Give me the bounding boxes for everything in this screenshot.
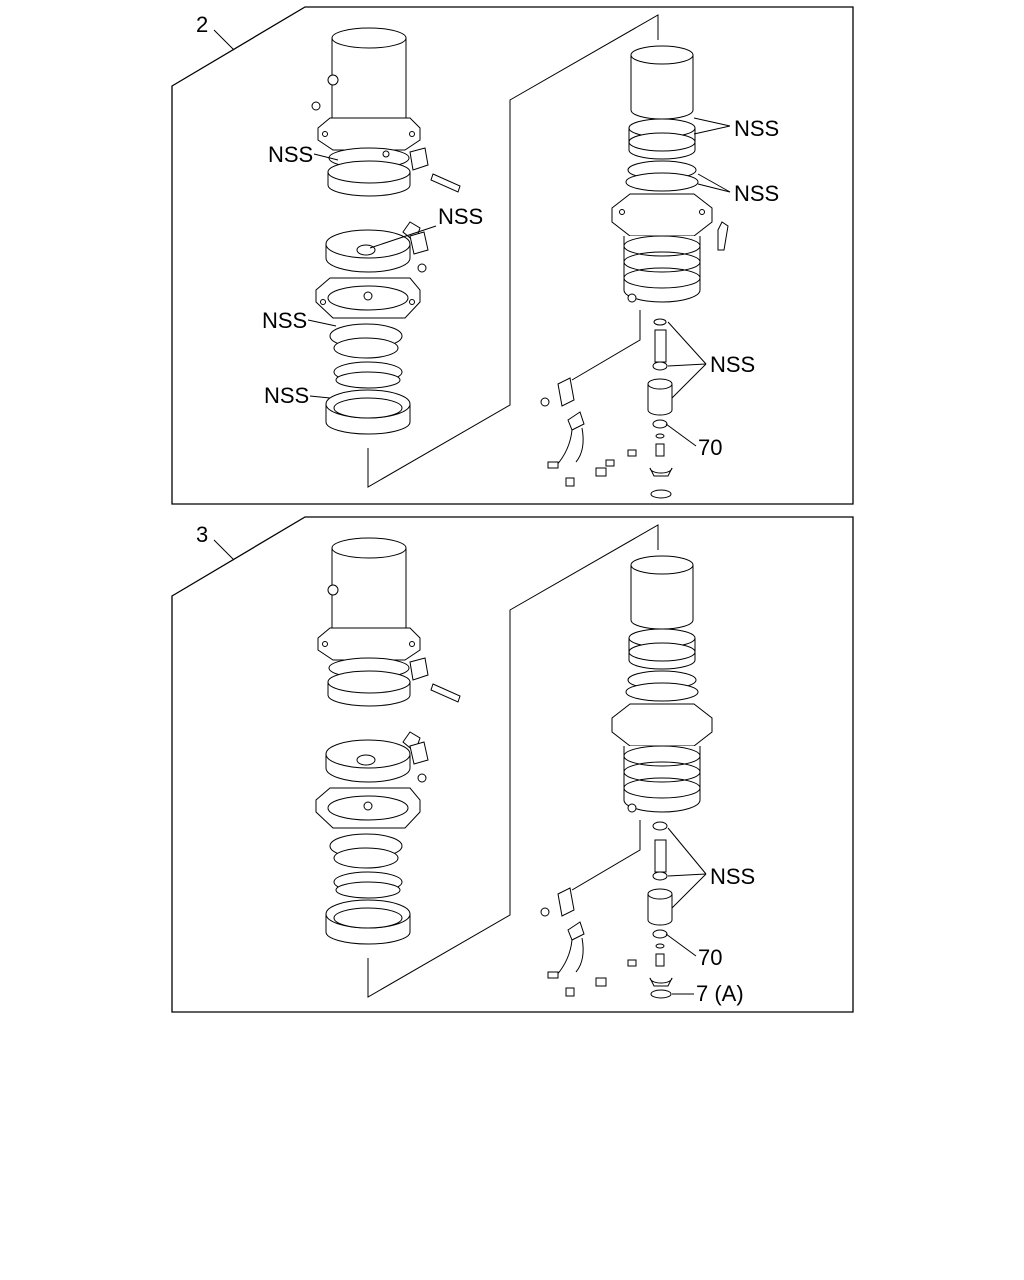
leader-lines-3	[665, 827, 707, 995]
spring-chamber-cover-3	[317, 537, 461, 707]
panel-2-index: 2	[196, 12, 208, 37]
callout-part-7a: 7 (A)	[696, 981, 744, 1006]
valve-parts-3	[540, 820, 673, 999]
callout-nss-valve-parts-3: NSS	[710, 864, 755, 889]
callout-nss-bottom-ring: NSS	[264, 383, 309, 408]
connector-line-3	[367, 524, 659, 998]
callout-nss-flange-ring: NSS	[262, 308, 307, 333]
piston-housing-3	[611, 555, 713, 813]
callout-nss-piston-seals: NSS	[734, 116, 779, 141]
callout-nss-piston-ring: NSS	[734, 181, 779, 206]
leader-lines-2	[307, 117, 731, 447]
panel-2-frame	[171, 6, 854, 505]
diaphragm-housing	[315, 221, 429, 435]
panel-3-frame	[171, 516, 854, 1013]
callout-part-70-3: 70	[698, 945, 722, 970]
panel-2: 2	[171, 6, 854, 505]
panel-3-index: 3	[196, 522, 208, 547]
diaphragm-housing-3	[315, 731, 429, 945]
callout-nss-diaphragm: NSS	[438, 204, 483, 229]
connector-line	[367, 14, 659, 488]
callout-nss-valve-parts: NSS	[710, 352, 755, 377]
panel-3: 3	[171, 516, 854, 1013]
spring-chamber-cover	[311, 27, 461, 197]
callout-part-70: 70	[698, 435, 722, 460]
piston-housing	[611, 45, 729, 303]
valve-parts	[540, 310, 673, 499]
callout-nss-cover-ring: NSS	[268, 142, 313, 167]
